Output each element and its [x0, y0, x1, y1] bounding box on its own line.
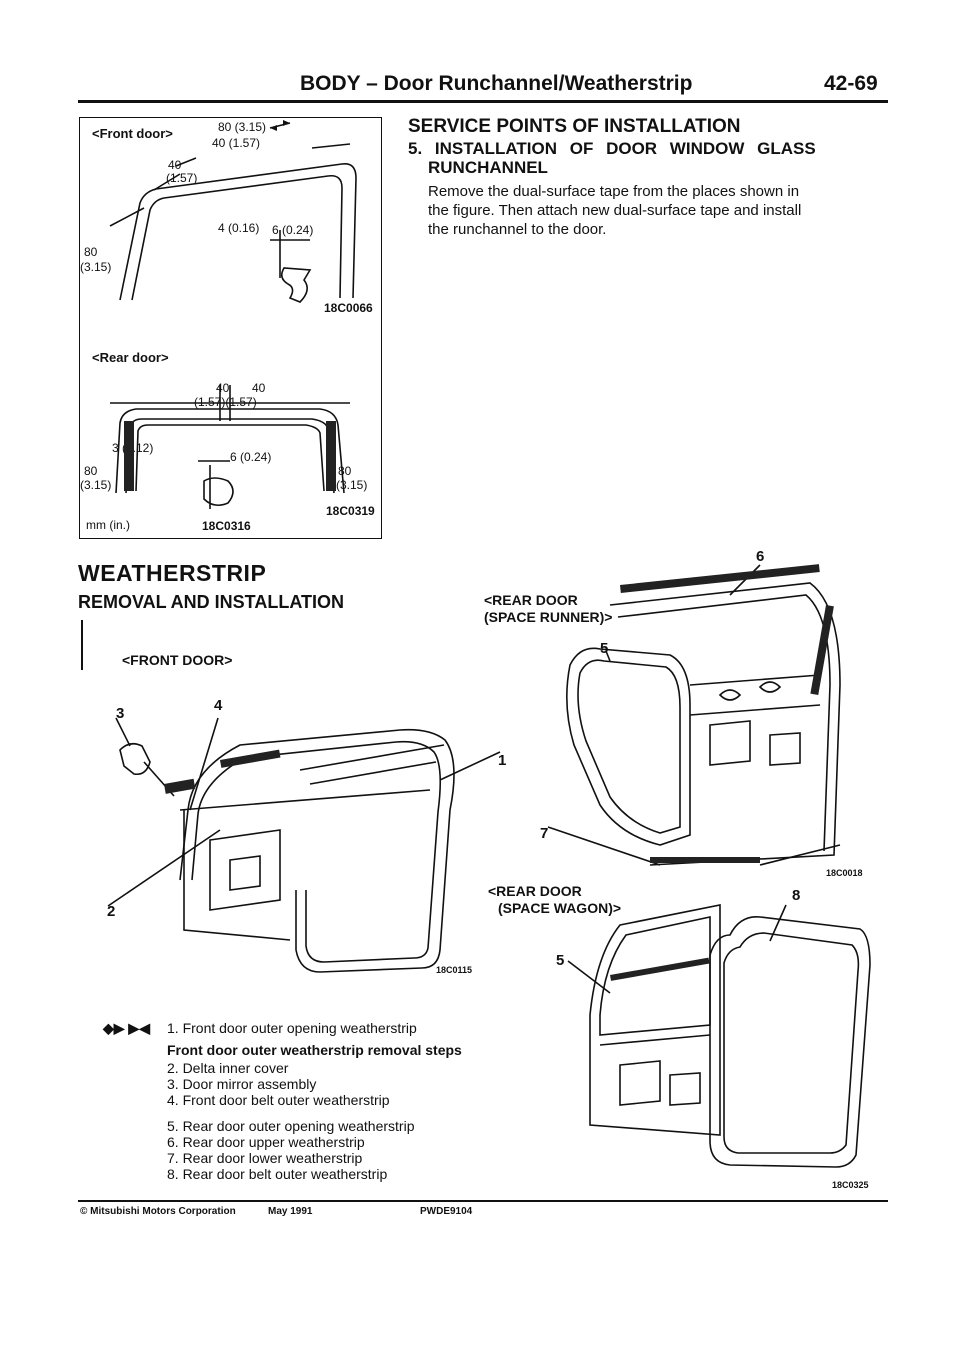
list-item-4: 4. Front door belt outer weatherstrip — [167, 1092, 390, 1108]
callout-5: 5 — [600, 640, 609, 657]
figure-code: 18C0066 — [324, 301, 373, 315]
rear-door-space-wagon-drawing — [567, 904, 871, 1168]
service-points-heading: SERVICE POINTS OF INSTALLATION — [408, 116, 741, 137]
list-item-1: 1. Front door outer opening weatherstrip — [167, 1020, 417, 1036]
dim-label: (1.57) — [166, 171, 198, 185]
list-item-7: 7. Rear door lower weatherstrip — [167, 1150, 363, 1166]
runchannel-figure: <Front door> 80 (3.15) 40 (1.57) 40 (1.5… — [79, 117, 382, 539]
figure-code: 18C0319 — [326, 504, 375, 518]
service-body-line: the figure. Then attach new dual-surface… — [428, 202, 802, 219]
dim-label: (1.57)(1.57) — [194, 395, 257, 409]
list-marker: ◆▶ ▶◀ — [103, 1020, 150, 1036]
removal-steps-heading: Front door outer weatherstrip removal st… — [167, 1042, 462, 1058]
figure-code: 18C0018 — [826, 868, 863, 878]
page-number: 42-69 — [824, 72, 878, 95]
rear-door-space-runner-label-cont: (SPACE RUNNER)> — [484, 609, 613, 625]
rear-door-space-runner-drawing — [547, 564, 841, 866]
footer-copyright: © Mitsubishi Motors Corporation — [80, 1206, 236, 1217]
page-title: BODY – Door Runchannel/Weatherstrip — [300, 72, 693, 95]
figure-code: 18C0325 — [832, 1180, 869, 1190]
callout-2: 2 — [107, 903, 116, 920]
callout-1: 1 — [498, 752, 507, 769]
service-item-title: 5. INSTALLATION OF DOOR WINDOW GLASS — [408, 139, 816, 158]
header-rule — [78, 100, 888, 103]
figure-code: 18C0316 — [202, 519, 251, 533]
callout-7: 7 — [540, 825, 549, 842]
weatherstrip-heading: WEATHERSTRIP — [78, 560, 267, 586]
footer-code: PWDE9104 — [420, 1206, 473, 1217]
list-item-8: 8. Rear door belt outer weatherstrip — [167, 1166, 388, 1182]
dim-label: 80 — [84, 245, 98, 259]
rear-door-label: <Rear door> — [92, 350, 169, 365]
callout-6: 6 — [756, 548, 765, 565]
rear-runchannel-drawing — [110, 385, 350, 509]
front-door-weatherstrip-drawing — [107, 717, 501, 973]
front-door-figure-label: <FRONT DOOR> — [122, 652, 233, 668]
removal-installation-heading: REMOVAL AND INSTALLATION — [78, 592, 344, 612]
heading-rule — [81, 620, 83, 670]
service-body-line: the runchannel to the door. — [428, 221, 607, 238]
list-item-6: 6. Rear door upper weatherstrip — [167, 1134, 365, 1150]
dim-label: 80 — [84, 464, 98, 478]
dim-label: 6 (0.24) — [272, 223, 314, 237]
service-body-line: Remove the dual-surface tape from the pl… — [428, 183, 800, 200]
list-item-2: 2. Delta inner cover — [167, 1060, 289, 1076]
callout-3: 3 — [116, 705, 125, 722]
dim-label: 80 (3.15) — [218, 120, 267, 134]
dim-label: 4 (0.16) — [218, 221, 260, 235]
rear-door-space-wagon-label: <REAR DOOR — [488, 883, 582, 899]
dim-label: (3.15) — [80, 260, 112, 274]
footer-date: May 1991 — [268, 1206, 313, 1217]
front-door-label: <Front door> — [92, 126, 173, 141]
list-item-3: 3. Door mirror assembly — [167, 1076, 317, 1092]
front-runchannel-drawing — [109, 120, 357, 303]
dim-label: 6 (0.24) — [230, 450, 272, 464]
rear-door-space-wagon-label-cont: (SPACE WAGON)> — [498, 900, 622, 916]
callout-5-wagon: 5 — [556, 952, 565, 969]
footer-rule — [78, 1200, 888, 1202]
callout-8: 8 — [792, 887, 801, 904]
units-label: mm (in.) — [86, 518, 130, 532]
dim-label: (3.15) — [80, 478, 112, 492]
service-item-title-cont: RUNCHANNEL — [428, 158, 548, 177]
dim-label: 40 (1.57) — [212, 136, 261, 150]
callout-4: 4 — [214, 697, 223, 714]
dim-label: 40 — [252, 381, 266, 395]
figure-code: 18C0115 — [436, 965, 473, 975]
rear-door-space-runner-label: <REAR DOOR — [484, 592, 578, 608]
list-item-5: 5. Rear door outer opening weatherstrip — [167, 1118, 415, 1134]
dim-label: 40 — [168, 158, 182, 172]
